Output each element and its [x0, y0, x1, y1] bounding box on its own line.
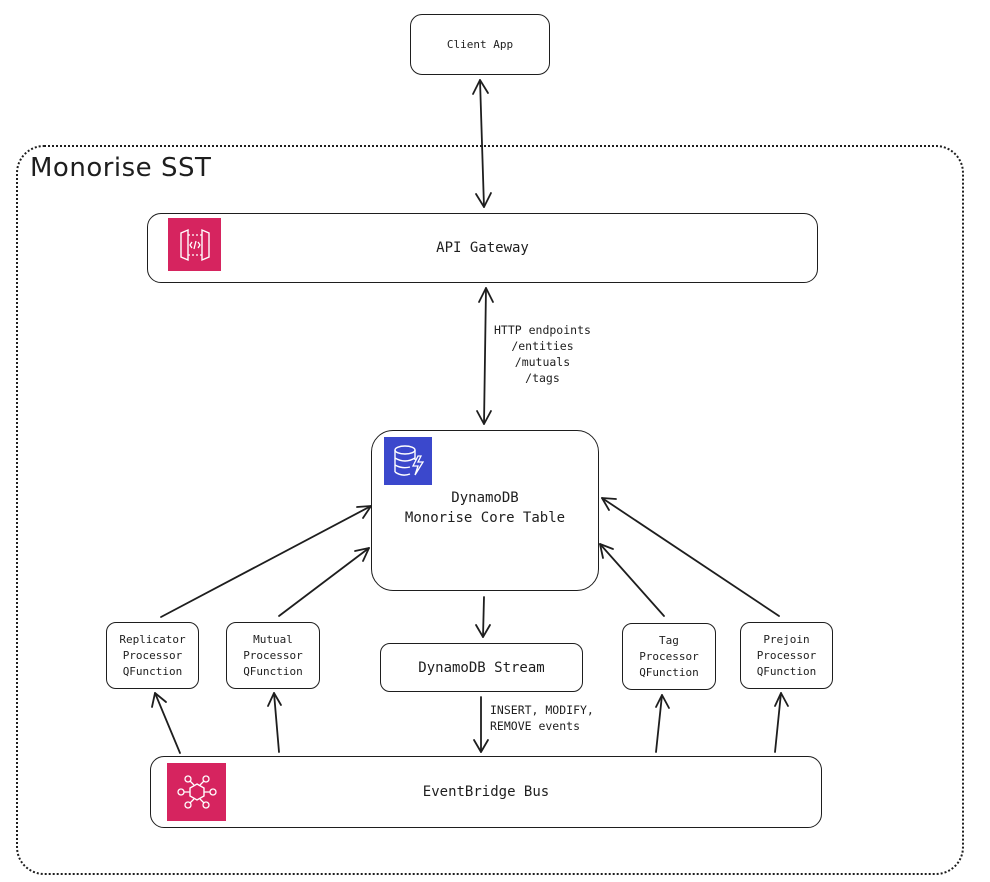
- arrow-mutual-dynamodb: [278, 547, 370, 617]
- mutual-processor-label: Mutual Processor QFunction: [243, 632, 303, 678]
- arrow-eb-tag: [655, 694, 663, 753]
- arrowhead-dynamodb-top: [476, 410, 492, 425]
- arrow-eb-mutual: [273, 692, 280, 753]
- mutual-processor-node[interactable]: Mutual Processor QFunction: [226, 622, 320, 689]
- arrow-prejoin-dynamodb: [601, 497, 780, 617]
- dynamodb-icon: [384, 437, 432, 485]
- dynamodb-stream-node[interactable]: DynamoDB Stream: [380, 643, 583, 692]
- arrowhead-eventbridge: [473, 739, 489, 753]
- arrowhead-stream: [475, 624, 491, 638]
- arrowhead-client: [472, 79, 489, 95]
- arrowhead-mutual-dynamodb: [354, 547, 370, 562]
- replicator-processor-label: Replicator Processor QFunction: [119, 632, 186, 678]
- arrowhead-mutual: [267, 692, 282, 707]
- arrow-eb-prejoin: [774, 692, 782, 753]
- arrowhead-tag: [655, 694, 670, 709]
- arrowhead-prejoin: [774, 692, 789, 707]
- tag-processor-node[interactable]: Tag Processor QFunction: [622, 623, 716, 690]
- arrow-api-dynamodb: [483, 287, 487, 425]
- stream-events-label: INSERT, MODIFY, REMOVE events: [490, 703, 594, 733]
- arrowhead-api-bottom: [478, 287, 494, 303]
- eventbridge-label: EventBridge Bus: [422, 784, 550, 800]
- http-endpoints-label: HTTP endpoints /entities /mutuals /tags: [494, 323, 591, 385]
- arrowhead-api-top: [475, 192, 492, 208]
- eventbridge-icon: [167, 763, 226, 821]
- arrow-replicator-dynamodb: [160, 505, 372, 618]
- prejoin-processor-node[interactable]: Prejoin Processor QFunction: [740, 622, 833, 689]
- arrowhead-prejoin-dynamodb: [601, 497, 617, 511]
- dynamodb-table-label: DynamoDB Monorise Core Table: [404, 489, 566, 526]
- arrow-eb-replicator: [154, 692, 181, 754]
- arrowhead-tag-dynamodb: [599, 543, 614, 559]
- monorise-sst-boundary: [16, 145, 964, 875]
- diagram-title: Monorise SST: [30, 153, 212, 183]
- tag-processor-label: Tag Processor QFunction: [639, 633, 699, 679]
- client-app-node[interactable]: Client App: [410, 14, 550, 75]
- arrowhead-replicator-dynamodb: [356, 505, 372, 519]
- api-gateway-label: API Gateway: [436, 240, 529, 256]
- dynamodb-stream-label: DynamoDB Stream: [418, 659, 545, 676]
- api-gateway-node[interactable]: API Gateway: [147, 213, 818, 283]
- api-gateway-icon: [168, 218, 221, 271]
- arrowhead-replicator: [151, 692, 167, 708]
- replicator-processor-node[interactable]: Replicator Processor QFunction: [106, 622, 199, 689]
- arrow-tag-dynamodb: [599, 543, 665, 617]
- eventbridge-node[interactable]: EventBridge Bus: [150, 756, 822, 828]
- arrow-dynamodb-stream: [482, 596, 485, 638]
- client-app-label: Client App: [446, 37, 514, 51]
- prejoin-processor-label: Prejoin Processor QFunction: [756, 632, 817, 678]
- arrow-client-api: [479, 79, 485, 208]
